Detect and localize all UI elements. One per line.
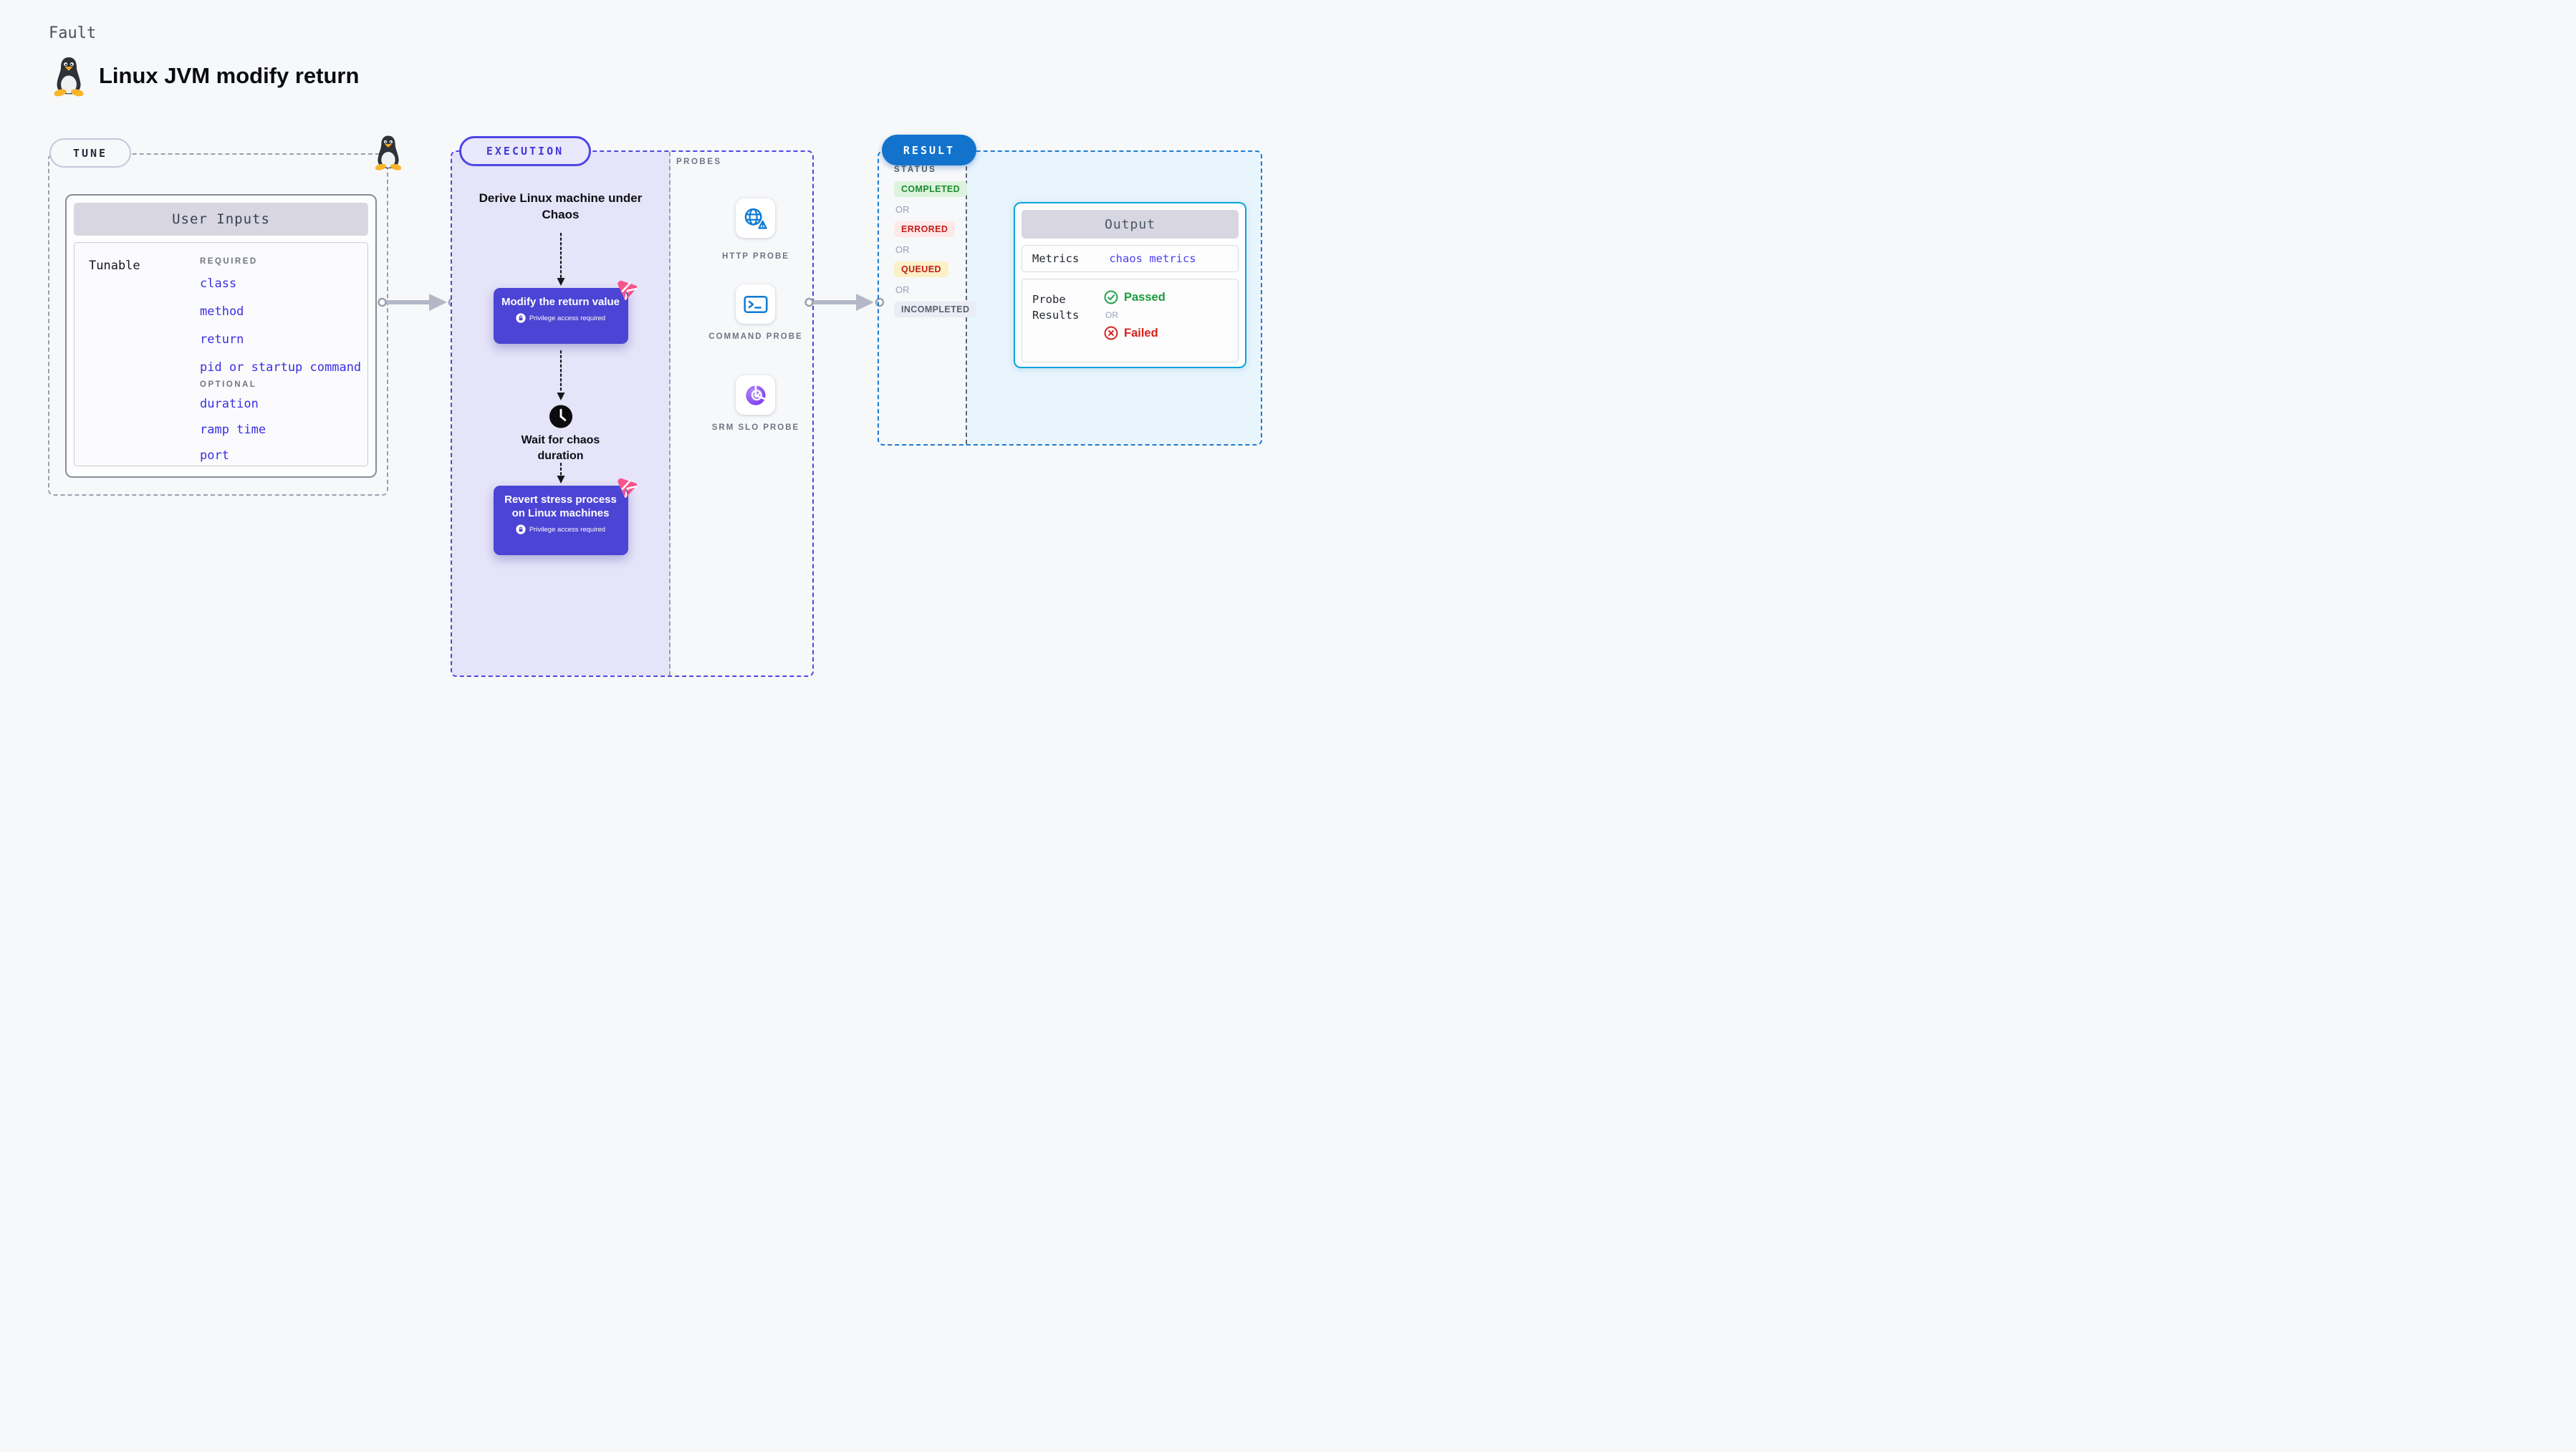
execution-badge: EXECUTION (459, 136, 591, 166)
required-section-label: REQUIRED (200, 257, 258, 266)
status-section-label: STATUS (894, 165, 937, 174)
user-inputs-table: Tunable REQUIRED class method return pid… (74, 242, 368, 466)
terminal-icon (743, 295, 768, 313)
probe-results-row: Probe Results Passed OR Failed (1022, 279, 1239, 362)
user-inputs-title: User Inputs (74, 203, 368, 236)
page-title: Linux JVM modify return (99, 63, 360, 88)
status-badge-incompleted: INCOMPLETED (894, 302, 977, 317)
chaos-fault-icon (615, 279, 638, 301)
metrics-row: Metrics chaos metrics (1022, 245, 1239, 272)
dotted-arrow-down-icon (557, 350, 564, 400)
x-circle-icon (1104, 326, 1118, 340)
lock-icon (516, 524, 526, 535)
user-inputs-card: User Inputs Tunable REQUIRED class metho… (65, 194, 377, 478)
srm-slo-probe-card (736, 375, 775, 415)
status-badge-completed: COMPLETED (894, 181, 968, 197)
tune-section-box (48, 153, 388, 496)
revert-privilege-note: Privilege access required (529, 525, 606, 534)
status-badge-errored: ERRORED (894, 221, 956, 237)
execution-to-result-arrow (804, 294, 885, 311)
chaos-metrics-link[interactable]: chaos metrics (1109, 252, 1196, 265)
optional-section-label: OPTIONAL (200, 380, 257, 389)
tune-to-execution-arrow (378, 294, 458, 311)
input-link-class[interactable]: class (200, 277, 237, 291)
dotted-arrow-down-icon (557, 232, 564, 286)
chaos-fault-icon (615, 476, 638, 499)
linux-tux-icon (50, 54, 87, 97)
failed-verdict: Failed (1104, 326, 1158, 340)
http-probe-card (736, 198, 775, 238)
result-badge: RESULT (882, 135, 976, 165)
or-separator: OR (895, 244, 910, 255)
globe-alert-icon (744, 208, 767, 229)
status-list: COMPLETED OR ERRORED OR QUEUED OR INCOMP… (894, 181, 977, 317)
probes-section-label: PROBES (676, 158, 722, 166)
result-section-box (878, 150, 1262, 446)
or-separator: OR (1105, 310, 1118, 320)
passed-label: Passed (1124, 290, 1166, 304)
check-circle-icon (1104, 290, 1118, 304)
execution-section-box (451, 150, 814, 677)
probe-results-label: Probe Results (1032, 293, 1080, 322)
tunable-row-label: Tunable (89, 259, 140, 273)
wait-step-label: Wait for chaos duration (521, 434, 600, 462)
command-probe-card (736, 284, 775, 324)
revert-step-title: Revert stress process on Linux machines (504, 494, 617, 520)
input-link-port[interactable]: port (200, 448, 229, 463)
input-link-duration[interactable]: duration (200, 397, 259, 411)
linux-tux-small-icon (372, 133, 405, 171)
input-link-ramp-time[interactable]: ramp time (200, 423, 266, 437)
dotted-arrow-down-icon (557, 463, 564, 484)
command-probe-label: COMMAND PROBE (708, 332, 803, 341)
slo-pie-check-icon (745, 385, 766, 405)
or-separator: OR (895, 284, 910, 295)
or-separator: OR (895, 204, 910, 215)
input-link-pid-or-startup-command[interactable]: pid or startup command (200, 360, 362, 375)
modify-return-value-step: Modify the return value Privilege access… (493, 280, 638, 344)
input-link-return[interactable]: return (200, 332, 244, 347)
modify-step-title: Modify the return value (501, 296, 620, 308)
revert-stress-step: Revert stress process on Linux machines … (493, 478, 638, 555)
output-title: Output (1022, 210, 1239, 239)
tune-badge: TUNE (49, 138, 131, 168)
clock-icon (548, 404, 573, 433)
execution-flow: Derive Linux machine under Chaos Modify … (452, 152, 669, 675)
lock-icon (516, 313, 526, 323)
passed-verdict: Passed (1104, 290, 1166, 304)
srm-slo-probe-label: SRM SLO PROBE (711, 423, 800, 432)
status-badge-queued: QUEUED (894, 261, 948, 277)
modify-privilege-note: Privilege access required (529, 314, 606, 322)
fault-diagram-canvas: Fault Linux JVM modify return TUNE User … (0, 0, 1288, 726)
input-link-method[interactable]: method (200, 304, 244, 319)
failed-label: Failed (1124, 326, 1158, 340)
metrics-label: Metrics (1032, 252, 1080, 265)
derive-step-label: Derive Linux machine under Chaos (479, 191, 643, 221)
output-card: Output Metrics chaos metrics Probe Resul… (1014, 202, 1246, 368)
http-probe-label: HTTP PROBE (722, 252, 789, 261)
fault-eyebrow: Fault (49, 24, 97, 42)
